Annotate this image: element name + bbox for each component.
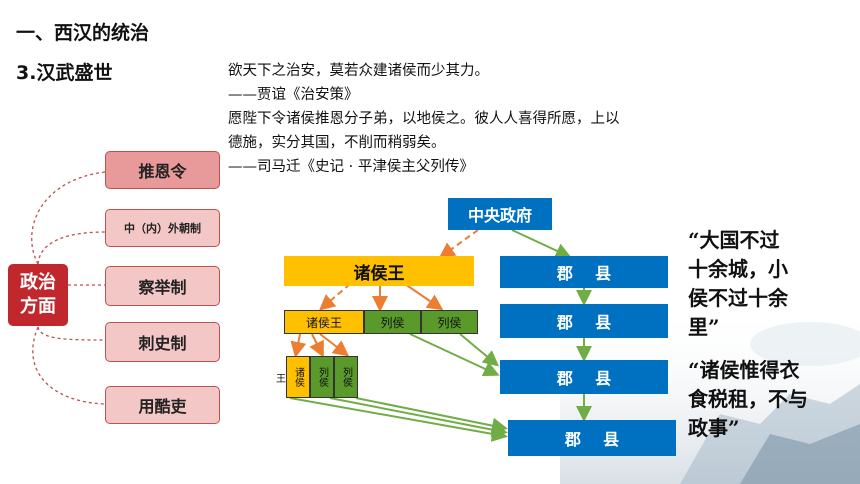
row2-marquis-1: 列侯 [364,310,421,334]
row3-feudal-label: 诸侯 [292,367,304,387]
politics-connectors [31,171,106,405]
policy-kuli: 用酷吏 [105,386,220,424]
policy-cishi: 刺史制 [105,322,220,362]
section-heading: 一、西汉的统治 [16,22,150,44]
policy-neiwaichao: 中（内）外朝制 [105,209,220,247]
row3-king-char: 王 [276,374,286,385]
quote-line-3: 愿陛下令诸侯推恩分子弟，以地侯之。彼人人喜得所愿，上以 [228,111,620,127]
commandery-county-node-1: 郡 县 [500,256,668,288]
commandery-county-node-3: 郡 县 [500,360,668,394]
commandery-county-node-4: 郡 县 [508,420,676,456]
sub-heading: 3.汉武盛世 [16,62,113,84]
saying-1-line: 里” [688,315,720,339]
saying-1-line: “大国不过 [688,228,780,252]
politics-label: 政治 方面 [8,264,68,326]
commandery-county-node-2: 郡 县 [500,304,668,338]
saying-2-line: 食税租，不与 [688,387,808,411]
policy-tuienling: 推恩令 [105,151,220,189]
politics-label-bottom: 方面 [20,296,56,317]
row3-marquis-1: 列侯 [310,356,334,398]
quote-source-2: ——司马迁《史记 · 平津侯主父列传》 [228,159,474,175]
row3-marquis-1-label: 列侯 [316,367,328,387]
politics-label-top: 政治 [20,272,56,293]
quote-source-1: ——贾谊《治安策》 [228,87,359,103]
row2-feudal-king: 诸侯王 [284,310,364,334]
saying-2: “诸侯惟得衣 食税租，不与 政事” [688,356,808,443]
saying-2-line: 政事” [688,416,740,440]
saying-1: “大国不过 十余城，小 侯不过十余 里” [688,226,788,342]
saying-1-line: 侯不过十余 [688,286,788,310]
saying-2-line: “诸侯惟得衣 [688,358,800,382]
row3-marquis-2-label: 列侯 [340,367,352,387]
row3-feudal: 诸侯 [286,356,310,398]
row2-marquis-2: 列侯 [421,310,478,334]
central-government-node: 中央政府 [448,198,552,230]
quote-line-4: 德施，实分其国，不削而稍弱矣。 [228,135,446,151]
quote-line-1: 欲天下之治安，莫若众建诸侯而少其力。 [228,63,489,79]
feudal-king-node: 诸侯王 [284,256,474,286]
saying-1-line: 十余城，小 [688,257,788,281]
row3-marquis-2: 列侯 [334,356,358,398]
policy-chaju: 察举制 [105,266,220,306]
